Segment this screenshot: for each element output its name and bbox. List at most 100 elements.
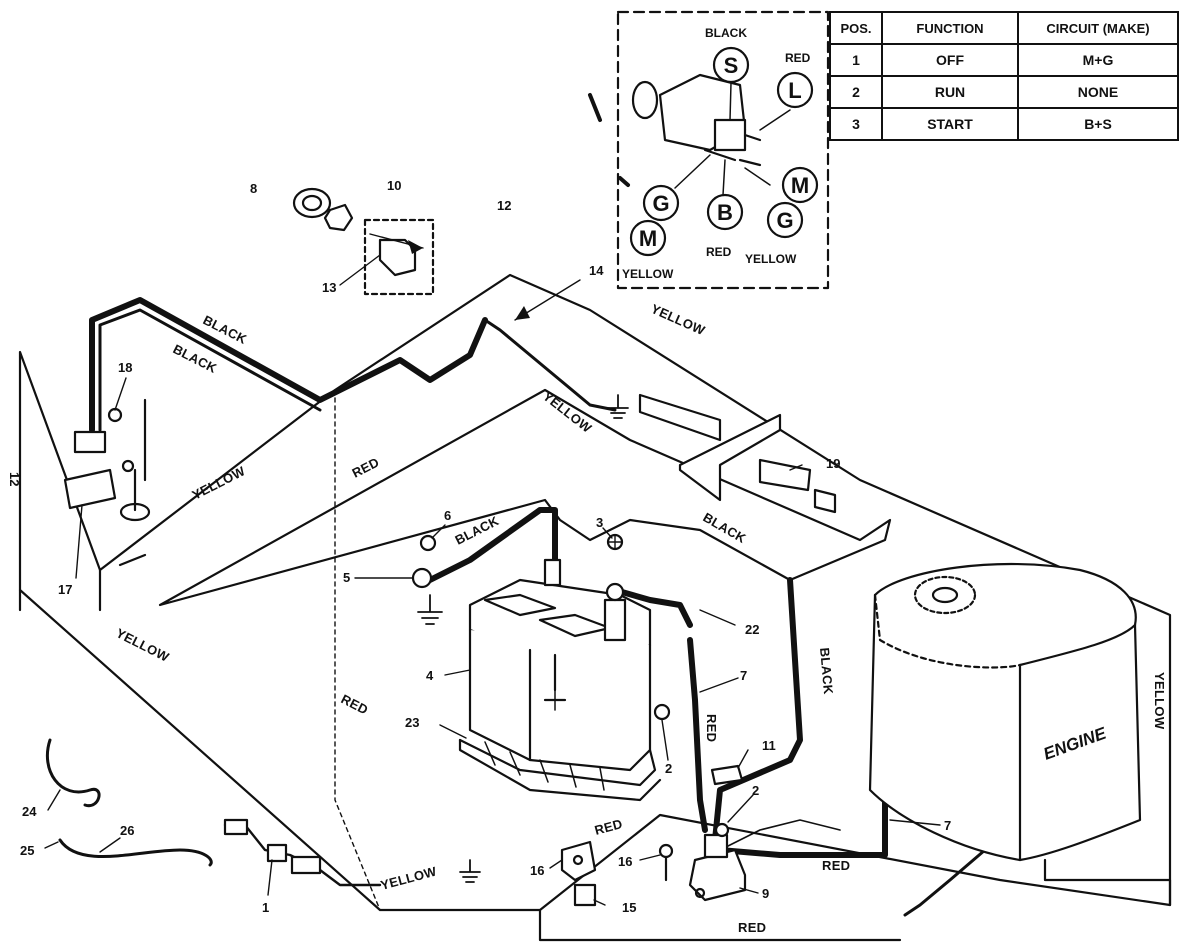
red-wire-vertical — [687, 637, 708, 833]
terminal-g-left-letter: G — [652, 191, 669, 216]
cell-circuit: M+G — [1017, 43, 1179, 77]
callout-11: 11 — [762, 738, 776, 753]
cell-circuit: B+S — [1017, 107, 1179, 141]
wire-label-black-vertical: BLACK — [817, 647, 836, 695]
ground-symbol-chassis — [607, 394, 629, 419]
table-row: 1 OFF M+G — [829, 43, 1179, 77]
cell-function: START — [881, 107, 1019, 141]
callout-13: 13 — [322, 280, 336, 295]
wire-label-black-1: BLACK — [201, 312, 250, 347]
wire-label-yellow-left: YELLOW — [190, 463, 248, 503]
black-wire-vertical — [712, 577, 803, 843]
callout-8: 8 — [250, 181, 257, 196]
header-pos: POS. — [829, 11, 883, 45]
cell-function: RUN — [881, 75, 1019, 109]
battery-positive-cable — [612, 587, 693, 628]
callout-4: 4 — [426, 668, 434, 683]
terminal-b-wire-label: RED — [706, 245, 732, 259]
wire-label-red-mid: RED — [350, 454, 382, 480]
callout-1: 1 — [262, 900, 269, 915]
starter-solenoid — [688, 833, 747, 902]
wire-label-yellow-engine: YELLOW — [1152, 672, 1167, 730]
callout-3: 3 — [596, 515, 603, 530]
terminal-b-circle — [706, 193, 744, 231]
callout-18: 18 — [118, 360, 132, 375]
terminal-g-right-wire-label: YELLOW — [745, 252, 797, 266]
terminal-g-right-letter: G — [776, 208, 793, 233]
black-wire-upper — [89, 297, 488, 433]
ignition-detail-box — [616, 10, 830, 290]
wire-label-yellow-bottom: YELLOW — [379, 863, 439, 892]
callout-12a: 12 — [497, 198, 511, 213]
battery-tray — [458, 738, 662, 802]
terminal-s-circle — [712, 46, 750, 84]
header-circuit: CIRCUIT (MAKE) — [1017, 11, 1179, 45]
wire-label-yellow-top: YELLOW — [649, 301, 708, 338]
callout-14: 14 — [589, 263, 604, 278]
callout-2b: 2 — [752, 783, 759, 798]
terminal-g-right-circle — [766, 201, 804, 239]
callout-25: 25 — [20, 843, 34, 858]
terminal-l-wire-label: RED — [785, 51, 811, 65]
wire-label-red-solenoid-top: RED — [593, 816, 624, 838]
wire-label-red-front: RED — [339, 691, 371, 717]
wire-label-red-solenoid-right: RED — [822, 858, 850, 873]
callout-6: 6 — [444, 508, 451, 523]
wire-label-yellow-diag: YELLOW — [540, 389, 595, 436]
terminal-m-right-letter: M — [791, 173, 809, 198]
engine — [868, 562, 1142, 862]
red-wire-engine — [717, 777, 888, 858]
terminal-b-letter: B — [717, 200, 733, 225]
callout-16b: 16 — [618, 854, 632, 869]
header-function: FUNCTION — [881, 11, 1019, 45]
terminal-m-left-letter: M — [639, 226, 657, 251]
wire-label-black-harness: BLACK — [701, 510, 749, 547]
terminal-m-right-circle — [781, 166, 819, 204]
wire-label-red-bottom: RED — [738, 920, 766, 935]
callout-24: 24 — [22, 804, 37, 819]
callout-26: 26 — [120, 823, 134, 838]
terminal-m-left-circle — [629, 219, 667, 257]
terminal-g-left-circle — [642, 184, 680, 222]
ignition-bezel — [292, 187, 332, 219]
terminal-s-wire-label: BLACK — [705, 26, 747, 40]
cell-function: OFF — [881, 43, 1019, 77]
solenoid-bracket — [560, 840, 597, 882]
callout-5: 5 — [343, 570, 350, 585]
callout-17: 17 — [58, 582, 72, 597]
terminal-l-letter: L — [788, 78, 801, 103]
cell-pos: 3 — [829, 107, 883, 141]
callout-9: 9 — [762, 886, 769, 901]
ignition-switch-detail — [588, 73, 762, 187]
callout-23: 23 — [405, 715, 419, 730]
callout-12b: 12 — [7, 472, 22, 486]
callout-22: 22 — [745, 622, 759, 637]
cell-pos: 2 — [829, 75, 883, 109]
wire-label-black-2: BLACK — [171, 341, 220, 376]
terminal-s-letter: S — [724, 53, 739, 78]
chassis-outline — [18, 273, 1172, 912]
table-header-row: POS. FUNCTION CIRCUIT (MAKE) — [829, 11, 1179, 45]
callout-7b: 7 — [944, 818, 951, 833]
wire-label-red-vertical: RED — [704, 714, 719, 742]
table-row: 3 START B+S — [829, 107, 1179, 141]
callout-19: 19 — [826, 456, 840, 471]
table-row: 2 RUN NONE — [829, 75, 1179, 109]
cell-pos: 1 — [829, 43, 883, 77]
seat-switch — [63, 398, 151, 522]
ground-symbol-front — [459, 859, 481, 883]
wire-label-yellow-front: YELLOW — [114, 625, 172, 665]
callout-15: 15 — [622, 900, 636, 915]
switch-function-table: POS. FUNCTION CIRCUIT (MAKE) 1 OFF M+G 2… — [829, 11, 1179, 141]
cell-circuit: NONE — [1017, 75, 1179, 109]
ground-symbol-battery — [417, 594, 443, 625]
terminal-l-circle — [776, 71, 814, 109]
callout-16a: 16 — [530, 863, 544, 878]
pto-bracket — [638, 393, 837, 514]
ignition-nut — [323, 203, 354, 232]
terminal-m-left-wire-label: YELLOW — [622, 267, 674, 281]
callout-7a: 7 — [740, 668, 747, 683]
black-wire-battery — [427, 507, 558, 583]
